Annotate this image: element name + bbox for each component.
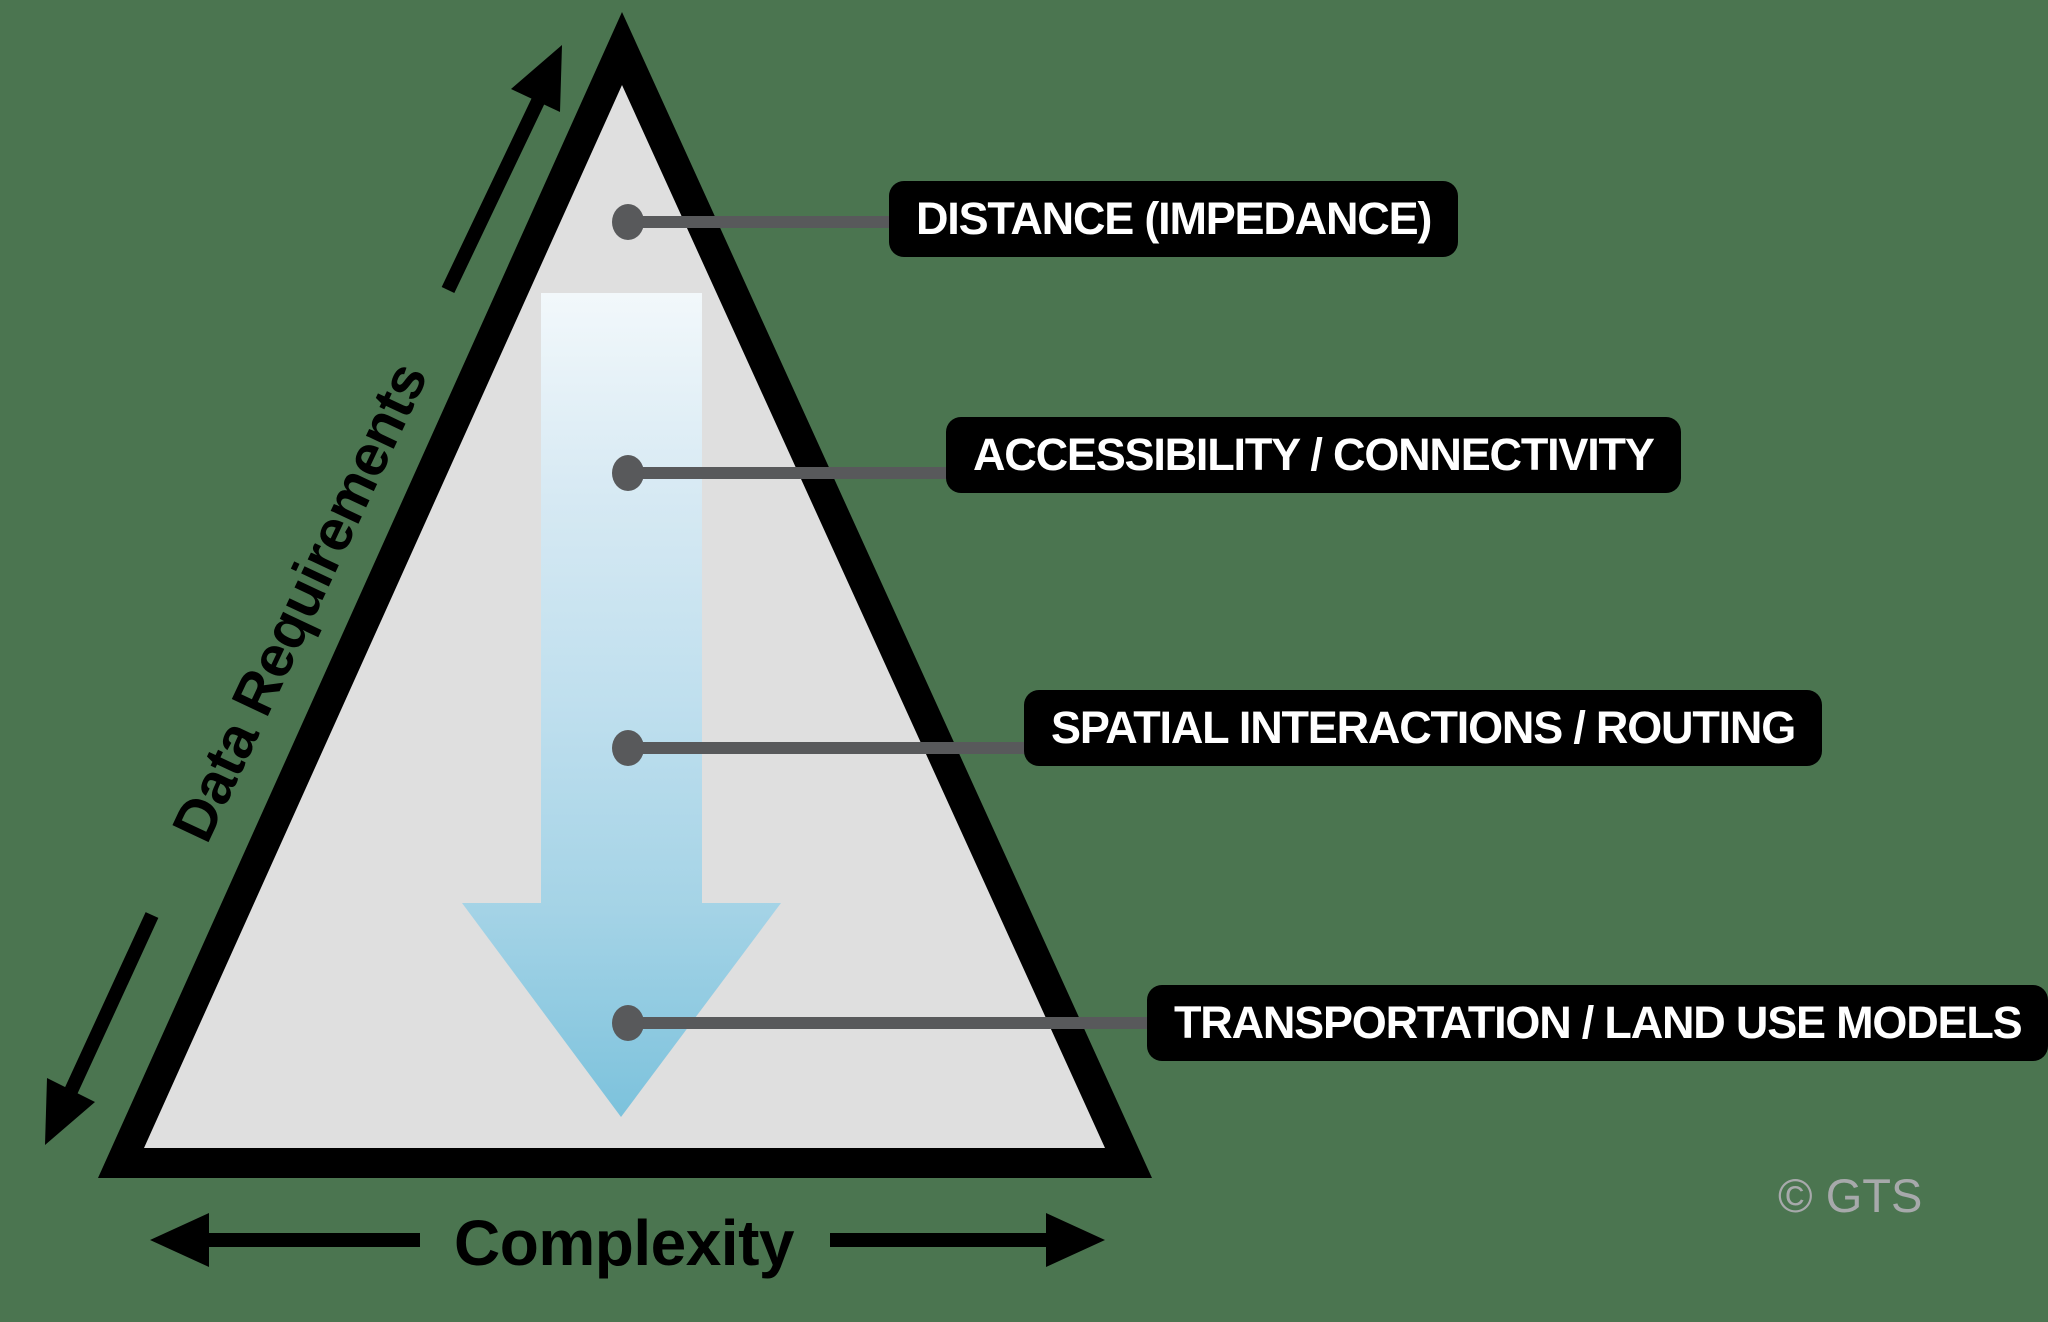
copyright-watermark: © GTS — [1778, 1169, 1923, 1222]
level-label-transportation-text: TRANSPORTATION / LAND USE MODELS — [1174, 997, 2023, 1048]
connector-dot-3 — [612, 730, 644, 766]
right-arrowhead-icon — [1046, 1213, 1105, 1267]
connector-dots — [612, 204, 644, 1041]
up-right-arrowhead-icon — [511, 45, 562, 112]
data-requirements-axis-lower-shaft — [64, 912, 159, 1094]
left-arrowhead-icon — [150, 1213, 209, 1267]
connector-dot-4 — [612, 1005, 644, 1041]
connector-dot-1 — [612, 204, 644, 240]
level-label-distance: DISTANCE (IMPEDANCE) — [889, 181, 1459, 257]
complexity-axis — [150, 1213, 1105, 1267]
level-label-distance-text: DISTANCE (IMPEDANCE) — [916, 193, 1432, 244]
level-label-accessibility-text: ACCESSIBILITY / CONNECTIVITY — [973, 429, 1655, 480]
complexity-axis-label: Complexity — [454, 1207, 794, 1279]
level-label-spatial-interactions-text: SPATIAL INTERACTIONS / ROUTING — [1051, 702, 1796, 753]
level-label-transportation: TRANSPORTATION / LAND USE MODELS — [1147, 985, 2048, 1061]
down-left-arrowhead-icon — [45, 1078, 95, 1145]
data-requirements-axis-upper-shaft — [441, 93, 547, 294]
data-requirements-axis — [45, 45, 562, 1145]
connector-dot-2 — [612, 455, 644, 491]
connector-lines — [628, 216, 1159, 1029]
level-label-accessibility: ACCESSIBILITY / CONNECTIVITY — [946, 417, 1681, 493]
level-label-spatial-interactions: SPATIAL INTERACTIONS / ROUTING — [1024, 690, 1823, 766]
